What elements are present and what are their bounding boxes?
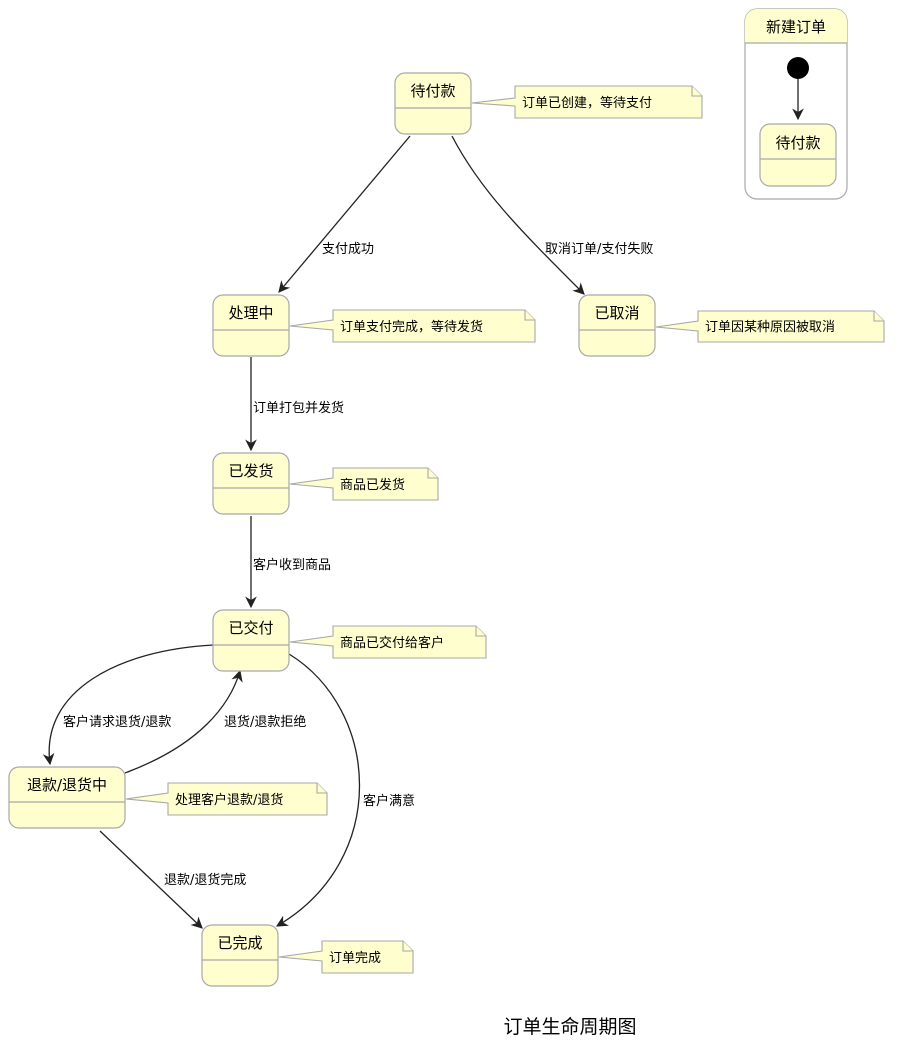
transitions — [42, 135, 585, 929]
label-satisfied: 客户满意 — [363, 793, 415, 809]
label-ship: 订单打包并发货 — [253, 400, 344, 416]
label-refund-rejected: 退货/退款拒绝 — [224, 714, 306, 730]
note-pending-payment: 订单已创建，等待支付 — [471, 85, 703, 119]
edge-pay-success — [278, 135, 411, 293]
svg-text:订单因某种原因被取消: 订单因某种原因被取消 — [705, 320, 835, 335]
state-completed: 已完成 — [201, 924, 279, 987]
svg-text:订单完成: 订单完成 — [329, 951, 381, 966]
note-completed: 订单完成 — [278, 940, 414, 974]
note-cancelled: 订单因某种原因被取消 — [655, 310, 885, 343]
svg-text:退款/退货中: 退款/退货中 — [27, 776, 107, 794]
svg-text:已交付: 已交付 — [228, 619, 273, 637]
svg-text:处理中: 处理中 — [228, 304, 273, 322]
svg-text:订单支付完成，等待发货: 订单支付完成，等待发货 — [340, 319, 483, 335]
transition-labels: 支付成功 取消订单/支付失败 订单打包并发货 客户收到商品 客户请求退货/退款 … — [63, 242, 653, 888]
svg-text:已取消: 已取消 — [594, 304, 639, 322]
composite-new-order: 新建订单 待付款 — [744, 8, 848, 200]
note-shipped: 商品已发货 — [289, 467, 439, 501]
svg-text:已发货: 已发货 — [228, 462, 273, 480]
label-received: 客户收到商品 — [253, 557, 331, 573]
label-refund-done: 退款/退货完成 — [164, 872, 246, 888]
note-refunding: 处理客户退款/退货 — [125, 782, 328, 816]
note-processing: 订单支付完成，等待发货 — [289, 309, 536, 343]
edge-cancel — [451, 135, 585, 295]
label-pay-success: 支付成功 — [322, 242, 374, 257]
svg-text:待付款: 待付款 — [410, 82, 455, 100]
svg-text:待付款: 待付款 — [775, 134, 820, 152]
state-refunding: 退款/退货中 — [8, 766, 126, 829]
svg-text:订单已创建，等待支付: 订单已创建，等待支付 — [522, 95, 652, 111]
state-delivered: 已交付 — [212, 609, 290, 672]
edge-satisfied — [275, 653, 361, 927]
composite-inner-state: 待付款 — [759, 123, 837, 187]
label-cancel: 取消订单/支付失败 — [545, 242, 653, 257]
svg-text:商品已交付给客户: 商品已交付给客户 — [340, 635, 444, 651]
state-processing: 处理中 — [212, 294, 290, 357]
initial-state-dot — [787, 57, 809, 79]
edge-refund-done — [99, 830, 203, 929]
svg-text:商品已发货: 商品已发货 — [340, 477, 405, 493]
svg-text:已完成: 已完成 — [217, 934, 262, 952]
state-shipped: 已发货 — [212, 452, 290, 515]
state-pending-payment: 待付款 — [394, 72, 472, 135]
note-delivered: 商品已交付给客户 — [289, 625, 487, 659]
diagram-caption: 订单生命周期图 — [503, 1016, 636, 1038]
edge-request-refund — [42, 644, 214, 766]
svg-text:处理客户退款/退货: 处理客户退款/退货 — [175, 792, 283, 808]
state-cancelled: 已取消 — [578, 294, 656, 357]
composite-title: 新建订单 — [766, 18, 826, 36]
edge-refund-rejected — [124, 669, 243, 774]
label-request-refund: 客户请求退货/退款 — [63, 714, 171, 730]
